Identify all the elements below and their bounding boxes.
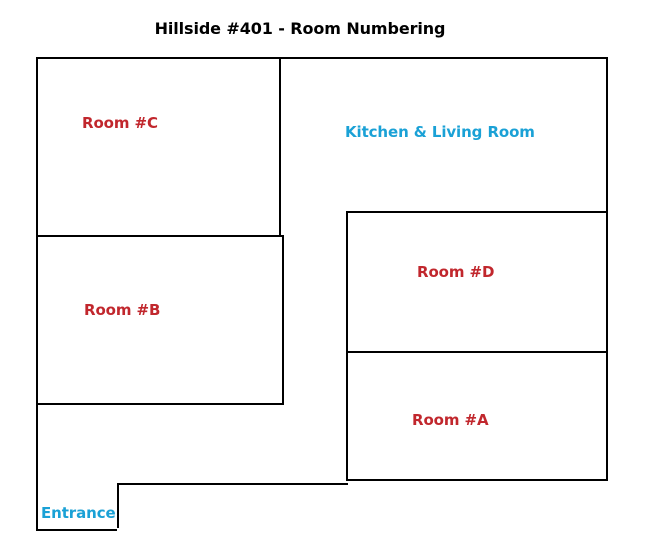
room-b-label: Room #B (84, 301, 161, 319)
room-d-label: Room #D (417, 263, 495, 281)
room-a-label: Room #A (412, 411, 489, 429)
kitchen-living-room-label: Kitchen & Living Room (345, 123, 535, 141)
room-c-label: Room #C (82, 114, 158, 132)
room-c-outline (36, 57, 281, 237)
room-d-outline (346, 211, 608, 353)
room-b-outline (36, 235, 284, 405)
entrance-label: Entrance (41, 504, 116, 522)
room-a-outline (346, 351, 608, 481)
floor-plan-title: Hillside #401 - Room Numbering (154, 19, 446, 38)
